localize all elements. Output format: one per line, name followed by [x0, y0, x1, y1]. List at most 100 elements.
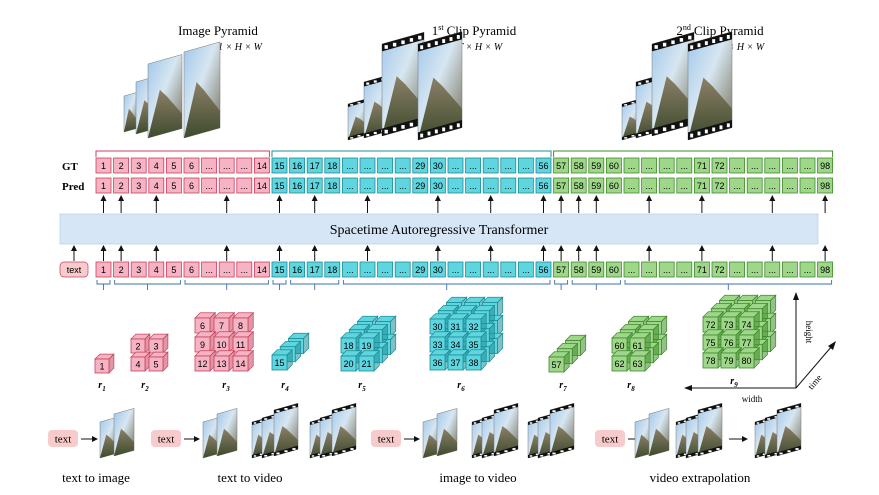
task-label: video extrapolation [650, 470, 751, 485]
gt-cell-label: ... [364, 161, 372, 171]
gt-cell-label: ... [645, 161, 653, 171]
film-hole [322, 454, 326, 457]
film-hole [560, 408, 564, 410]
cube-front [94, 358, 110, 374]
pred-cell [482, 177, 499, 194]
film-hole [631, 102, 635, 104]
film-hole [434, 129, 438, 134]
gt-cell [324, 157, 341, 174]
bracket-clip2-pyramid [553, 150, 834, 157]
pred-cell-label: 58 [574, 181, 584, 191]
gt-cell-label: 30 [433, 161, 443, 171]
film-hole [762, 420, 766, 423]
scale-bracket [624, 280, 833, 285]
input-cell [570, 261, 587, 278]
pred-cell [253, 177, 270, 194]
film-hole [568, 405, 572, 408]
scale-bracket [554, 280, 569, 285]
gt-cell-label: 29 [415, 161, 425, 171]
film-hole [264, 418, 268, 420]
cube-label: 4 [135, 360, 140, 370]
film-hole [716, 448, 720, 450]
film-hole [392, 127, 397, 132]
film-hole [292, 448, 296, 450]
film-hole [264, 454, 268, 457]
cube-label: 5 [153, 360, 158, 370]
pred-cell [201, 177, 218, 194]
gt-cell-label: 59 [591, 161, 601, 171]
film-hole [671, 125, 675, 129]
film-hole [679, 122, 684, 127]
pred-cell-label: 15 [274, 181, 284, 191]
film-hole [774, 452, 778, 455]
film-hole [420, 133, 424, 138]
pred-cell [535, 177, 552, 194]
film-hole [795, 405, 799, 408]
gt-cell [341, 157, 358, 174]
pred-arrow-head-icon [153, 195, 160, 201]
bracket-clip1-pyramid [271, 150, 552, 157]
gt-cell [201, 157, 218, 174]
pred-cell [183, 177, 200, 194]
cube-label: 57 [551, 360, 561, 370]
pred-cell [518, 177, 534, 194]
pred-cell-label: ... [681, 181, 689, 191]
input-arrow-head-icon [558, 245, 565, 251]
input-cell [148, 261, 165, 278]
pred-cell-label: ... [769, 181, 777, 191]
film-hole [638, 134, 642, 137]
arrows [71, 195, 829, 261]
cube-label: 11 [236, 340, 245, 350]
scale-bracket [290, 280, 340, 285]
pred-cell-label: ... [804, 181, 812, 191]
film-hole [329, 452, 333, 455]
gt-cell [130, 157, 147, 174]
pred-cell-label: 1 [101, 181, 106, 191]
gt-cell-label: ... [681, 161, 689, 171]
input-cell [746, 261, 763, 278]
cube-front [271, 354, 288, 371]
input-cell [201, 261, 218, 278]
task-image [113, 408, 135, 457]
pred-cell [412, 177, 429, 194]
image-pyramid-level-1 [123, 91, 139, 133]
cube-label: 77 [741, 338, 751, 348]
input-cell-label: 58 [574, 265, 584, 275]
gt-cell-label: 72 [714, 161, 724, 171]
pyramid-0-title: Image Pyramid [178, 23, 258, 38]
input-cell-label: ... [381, 265, 389, 275]
cube: 4 [130, 351, 151, 372]
input-cell [658, 261, 675, 278]
input-cell [253, 261, 270, 278]
gt-cell [729, 157, 745, 174]
cube-front [194, 355, 211, 372]
gt-cell-label: 2 [119, 161, 124, 171]
cube: 20 [340, 349, 363, 372]
film-hole [535, 453, 539, 456]
cube-label: 76 [723, 338, 733, 348]
film-hole [540, 454, 544, 457]
cube: 19 [358, 331, 381, 354]
gt-cell-label: 17 [310, 161, 320, 171]
input-cell [623, 261, 640, 278]
gt-cell [518, 157, 534, 174]
cube: 74 [738, 310, 761, 333]
cube: 13 [213, 349, 236, 372]
gt-cell-label: ... [804, 161, 812, 171]
task-image [202, 416, 222, 459]
cube-label: 31 [450, 322, 460, 332]
mountain-shape [114, 428, 134, 456]
film-hole [491, 416, 495, 418]
pred-cell [729, 177, 745, 194]
cube-label: 72 [705, 320, 715, 330]
pred-cell [641, 177, 657, 194]
mountain-shape [423, 434, 441, 458]
input-cell-label: ... [628, 265, 636, 275]
pred-cell-label: 59 [591, 181, 601, 191]
pred-cell-label: ... [786, 181, 794, 191]
input-cell-label: ... [399, 265, 407, 275]
film-hole [253, 422, 257, 424]
pred-cell [500, 177, 517, 194]
gt-cell-label: ... [399, 161, 407, 171]
